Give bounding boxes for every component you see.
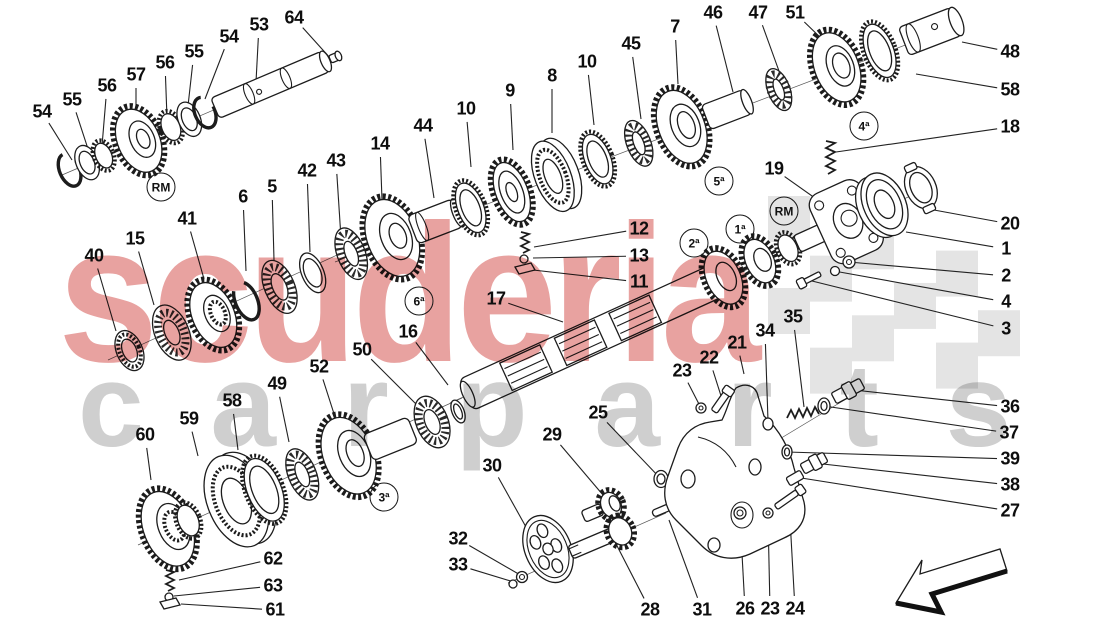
leader-line-42: [306, 183, 311, 253]
synchro-hub-9: [487, 156, 536, 228]
leader-line-47: [761, 25, 780, 72]
upper-gear-train: [334, 6, 965, 283]
leader-line-1: [905, 231, 994, 248]
leader-line-21: [739, 355, 745, 375]
gear-7: [650, 84, 713, 170]
leader-line-54: [204, 48, 225, 100]
leader-line-37: [823, 405, 997, 432]
leader-line-13: [532, 255, 627, 259]
bearing-15: [151, 304, 192, 361]
leader-line-29: [560, 444, 604, 496]
leader-line-17: [508, 302, 564, 323]
leader-line-4: [833, 270, 994, 301]
lower-left-gear-group: [114, 252, 327, 372]
leader-line-53: [255, 37, 259, 83]
leader-line-61: [180, 603, 263, 610]
leader-line-25: [606, 422, 662, 480]
spring-18: [823, 140, 838, 175]
main-shaft-assembly: [459, 161, 938, 410]
flange-hardware: [795, 140, 856, 290]
checker-cell: [936, 250, 978, 297]
second-gear-pinion: [698, 245, 749, 311]
leader-line-32: [468, 545, 523, 577]
first-gear-pinion: [738, 233, 782, 289]
leader-line-27: [794, 476, 998, 510]
gear-60: [135, 485, 204, 573]
sleeve-8: [530, 137, 583, 213]
leader-line-54: [48, 122, 73, 161]
leader-line-34: [764, 343, 769, 422]
oil-pump-group: [508, 378, 865, 589]
pump-body-21: [664, 384, 806, 559]
leader-line-43: [336, 173, 342, 239]
leader-line-44: [424, 138, 435, 199]
leader-line-31: [668, 519, 699, 598]
gear-51: [807, 26, 867, 109]
leader-line-18: [835, 128, 998, 153]
leader-line-45: [632, 56, 642, 120]
detent-set-lower: [159, 569, 181, 610]
checker-cell: [936, 342, 978, 389]
leader-line-62: [178, 561, 261, 581]
leader-line-38: [813, 462, 998, 485]
lay-shaft-assembly: [56, 50, 343, 188]
leader-line-12: [533, 230, 627, 248]
back-arrow-icon: [894, 548, 1008, 616]
leader-line-46: [715, 25, 734, 93]
checker-cell: [852, 315, 894, 362]
leader-line-35: [794, 329, 805, 408]
leader-line-30: [497, 477, 527, 528]
checker-cell: [768, 288, 810, 334]
leader-line-48: [961, 41, 998, 50]
leader-line-16: [415, 342, 449, 386]
pump-shaft-gear-28: [568, 512, 638, 559]
leader-line-5: [271, 199, 275, 261]
leader-line-10: [466, 121, 472, 168]
ring-nut-20: [903, 161, 938, 215]
leader-line-7: [675, 39, 679, 85]
leader-line-11: [532, 269, 627, 282]
leader-line-36: [853, 389, 998, 407]
pump-gear-29: [581, 487, 627, 523]
leader-line-28: [612, 537, 645, 599]
shaft-53: [211, 50, 333, 118]
leader-line-56: [101, 98, 107, 147]
leader-line-22: [712, 370, 723, 400]
leader-line-20: [933, 209, 998, 223]
leader-line-50: [370, 358, 421, 409]
pump-drive-plate-30: [522, 514, 574, 584]
ball-bearing-5: [261, 259, 298, 314]
leader-line-59: [191, 431, 199, 457]
leader-line-58: [233, 413, 239, 451]
nut-40: [114, 329, 145, 372]
leader-line-6: [242, 209, 247, 272]
bearing-1: [854, 172, 909, 239]
detent-set-middle: [514, 231, 536, 275]
leader-line-55: [187, 64, 194, 107]
bearing-50: [413, 395, 451, 449]
leader-line-10: [587, 74, 595, 126]
splined-shaft-17: [459, 266, 723, 410]
leader-line-49: [279, 396, 290, 443]
pump-hardware: [695, 378, 865, 520]
spring-35: [786, 405, 820, 421]
leader-line-40: [97, 268, 117, 332]
leader-line-58: [915, 73, 998, 89]
bolt-64: [328, 50, 343, 64]
leader-line-33: [470, 568, 518, 584]
gear-41: [184, 276, 243, 354]
checker-cell: [978, 310, 1020, 357]
leader-line-60: [146, 447, 152, 481]
leader-line-9: [510, 103, 514, 151]
leader-line-15: [138, 251, 155, 306]
shaft-tail-48: [899, 6, 965, 56]
leader-line-14: [379, 156, 383, 201]
leader-line-3: [811, 280, 994, 327]
leader-line-2: [848, 261, 994, 276]
third-gear-synchro-group: [135, 395, 466, 573]
leader-line-63: [173, 586, 261, 597]
leader-line-41: [190, 231, 205, 280]
